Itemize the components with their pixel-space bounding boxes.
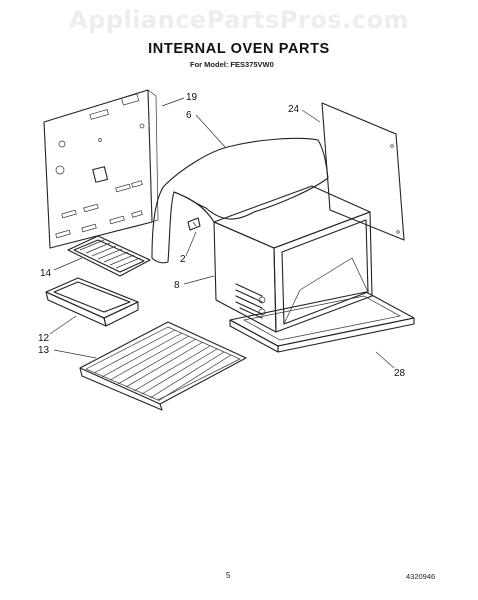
callout-2: 2: [180, 254, 186, 265]
callout-6: 6: [186, 110, 192, 121]
callout-14: 14: [40, 268, 52, 279]
part-14-broiler-grid: [67, 235, 151, 277]
callout-12: 12: [38, 333, 50, 344]
part-12-broiler-pan: [45, 277, 139, 327]
part-8-oven-cavity: [213, 185, 373, 333]
part-28-bottom-panel: [229, 291, 415, 353]
callout-13: 13: [38, 345, 50, 356]
part-24-back-sheet: [321, 102, 405, 241]
callout-labels: 19 6 24 14 2 8 12 13 28: [38, 92, 406, 379]
vent-slots: [235, 283, 263, 319]
page-title: INTERNAL OVEN PARTS: [148, 41, 330, 57]
watermark-logo-text: AppliancePartsPros.com: [69, 6, 409, 34]
leader-lines: [49, 97, 395, 369]
document-number: 4320946: [406, 572, 436, 581]
callout-19: 19: [186, 92, 198, 103]
callout-8: 8: [174, 280, 180, 291]
callout-28: 28: [394, 368, 406, 379]
part-6-insulation-blanket: [151, 137, 329, 264]
model-subtitle: For Model: FES375VW0: [190, 60, 274, 69]
callout-24: 24: [288, 104, 300, 115]
part-13-oven-rack: [79, 321, 247, 411]
part-19-rear-panel: [43, 89, 159, 249]
page-number: 5: [226, 571, 231, 580]
